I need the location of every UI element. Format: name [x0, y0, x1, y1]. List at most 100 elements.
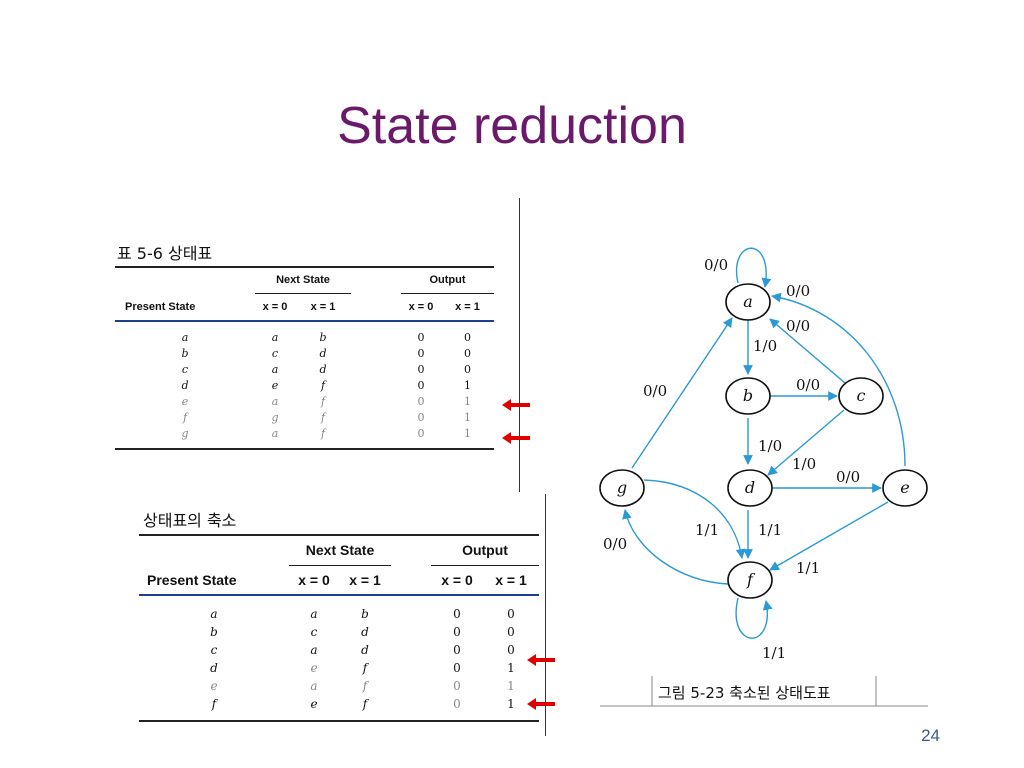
edge-label-a-self: 0/0: [704, 256, 728, 274]
table-cell-next-x0: a: [310, 607, 318, 621]
table-reduced-caption: 상태표의 축소: [143, 511, 237, 530]
table-cell-gap: [351, 361, 401, 377]
table-cell-out-x1: 0: [464, 346, 471, 360]
divider-line-top: [519, 198, 520, 492]
table-reduced-gap: [391, 565, 431, 596]
table-cell-next-x1: f: [362, 661, 368, 675]
table-cell-out-x1: 1: [507, 661, 515, 675]
state-label-f: f: [746, 570, 756, 589]
table-cell-gap: [351, 377, 401, 393]
table-cell-present: f: [182, 410, 188, 424]
table-cell-next-x0: e: [310, 697, 318, 711]
table-full-sub-col: x = 1: [295, 293, 351, 322]
table-cell-out-x1: 0: [507, 607, 515, 621]
table-cell-next-x1: d: [319, 362, 327, 376]
table-cell-gap: [391, 605, 431, 623]
state-node-g: [599, 469, 645, 507]
edge-e-to-a: [771, 292, 906, 467]
table-full-caption: 표 5-6 상태표: [117, 244, 213, 263]
table-cell-next-x0: c: [271, 346, 279, 360]
red-arrow-icon: [527, 654, 555, 666]
table-cell-next-x0: a: [271, 394, 279, 408]
table-cell-present: e: [181, 394, 189, 408]
table-full-bottom-rule: [115, 441, 494, 450]
table-reduced-sub-col: x = 0: [289, 565, 339, 596]
table-row: b c d 0 0: [115, 345, 494, 361]
table-full-sub-col: x = 0: [401, 293, 441, 322]
red-arrow-icon: [527, 698, 555, 710]
table-full-gap: [351, 266, 401, 293]
table-reduced-sub-col: x = 0: [431, 565, 483, 596]
table-cell-out-x0: 0: [453, 625, 461, 639]
edge-label-d-to-f: 1/1: [758, 521, 782, 539]
table-cell-next-x0: e: [271, 378, 279, 392]
table-cell-out-x0: 0: [417, 330, 425, 344]
red-arrow-icon: [502, 432, 530, 444]
divider-line-bottom: [545, 494, 546, 736]
table-cell-out-x1: 0: [507, 643, 515, 657]
table-full-spacer: [115, 321, 494, 329]
table-row: e a f 0 1: [115, 393, 494, 409]
table-row: b c d 0 0: [139, 623, 539, 641]
edge-label-d-to-e: 0/0: [836, 468, 860, 486]
table-cell-present: c: [210, 643, 218, 657]
table-cell-present: a: [181, 330, 189, 344]
edge-label-f-to-g: 0/0: [603, 535, 627, 553]
edge-label-b-to-c: 0/0: [796, 376, 820, 394]
table-cell-out-x0: 0: [453, 697, 461, 711]
table-reduced-gap: [391, 534, 431, 565]
edge-label-c-to-a: 0/0: [786, 317, 810, 335]
state-node-e: [882, 469, 928, 507]
table-cell-out-x1: 1: [507, 697, 515, 711]
table-cell-out-x0: 0: [453, 679, 461, 693]
table-cell-next-x1: b: [361, 607, 369, 621]
table-cell-out-x0: 0: [453, 607, 461, 621]
edge-label-g-to-f: 1/1: [695, 521, 719, 539]
table-cell-present: a: [210, 607, 218, 621]
slide-title: State reduction: [337, 97, 687, 155]
state-label-e: e: [900, 478, 909, 497]
table-cell-gap: [391, 623, 431, 641]
table-full-gap: [351, 293, 401, 322]
table-cell-present: b: [181, 346, 189, 360]
table-cell-gap: [391, 659, 431, 677]
table-full-present-state-header: Present State: [115, 293, 255, 322]
table-cell-gap: [351, 393, 401, 409]
edge-f-to-g: [622, 509, 729, 585]
table-row: d e f 0 1: [139, 659, 539, 677]
table-cell-out-x0: 0: [417, 426, 425, 440]
table-cell-gap: [351, 345, 401, 361]
table-cell-out-x0: 0: [453, 661, 461, 675]
edge-e-to-f: [769, 501, 889, 571]
table-cell-gap: [391, 641, 431, 659]
table-row: d e f 0 1: [115, 377, 494, 393]
table-reduced-sub-col: x = 1: [483, 565, 539, 596]
table-row: f g f 0 1: [115, 409, 494, 425]
table-cell-present: b: [210, 625, 218, 639]
state-table-full: Next State Output Present State x = 0 x …: [115, 266, 494, 450]
edge-g-to-a: [631, 317, 733, 469]
table-cell-next-x1: f: [320, 394, 326, 408]
table-cell-present: d: [210, 661, 218, 675]
table-cell-gap: [351, 409, 401, 425]
table-cell-next-x0: a: [271, 426, 279, 440]
table-cell-present: e: [210, 679, 218, 693]
table-reduced-present-state-header: Present State: [139, 565, 289, 596]
edge-label-a-to-b: 1/0: [753, 337, 777, 355]
state-label-a: a: [743, 292, 753, 311]
page-number: 24: [921, 726, 940, 745]
table-cell-next-x1: d: [319, 346, 327, 360]
edge-label-e-to-a: 0/0: [786, 282, 810, 300]
table-cell-out-x0: 0: [417, 346, 425, 360]
edge-g-to-f: [643, 479, 746, 559]
table-reduced-corner: [139, 534, 289, 565]
table-reduced-sub-col: x = 1: [339, 565, 391, 596]
table-cell-next-x1: d: [361, 643, 369, 657]
state-node-c: [838, 377, 884, 415]
state-node-b: [725, 377, 771, 415]
state-label-d: d: [745, 478, 755, 497]
table-cell-next-x1: b: [319, 330, 327, 344]
table-cell-next-x1: f: [362, 697, 368, 711]
table-full-next-state-header: Next State: [255, 266, 351, 294]
table-cell-next-x0: a: [271, 362, 279, 376]
